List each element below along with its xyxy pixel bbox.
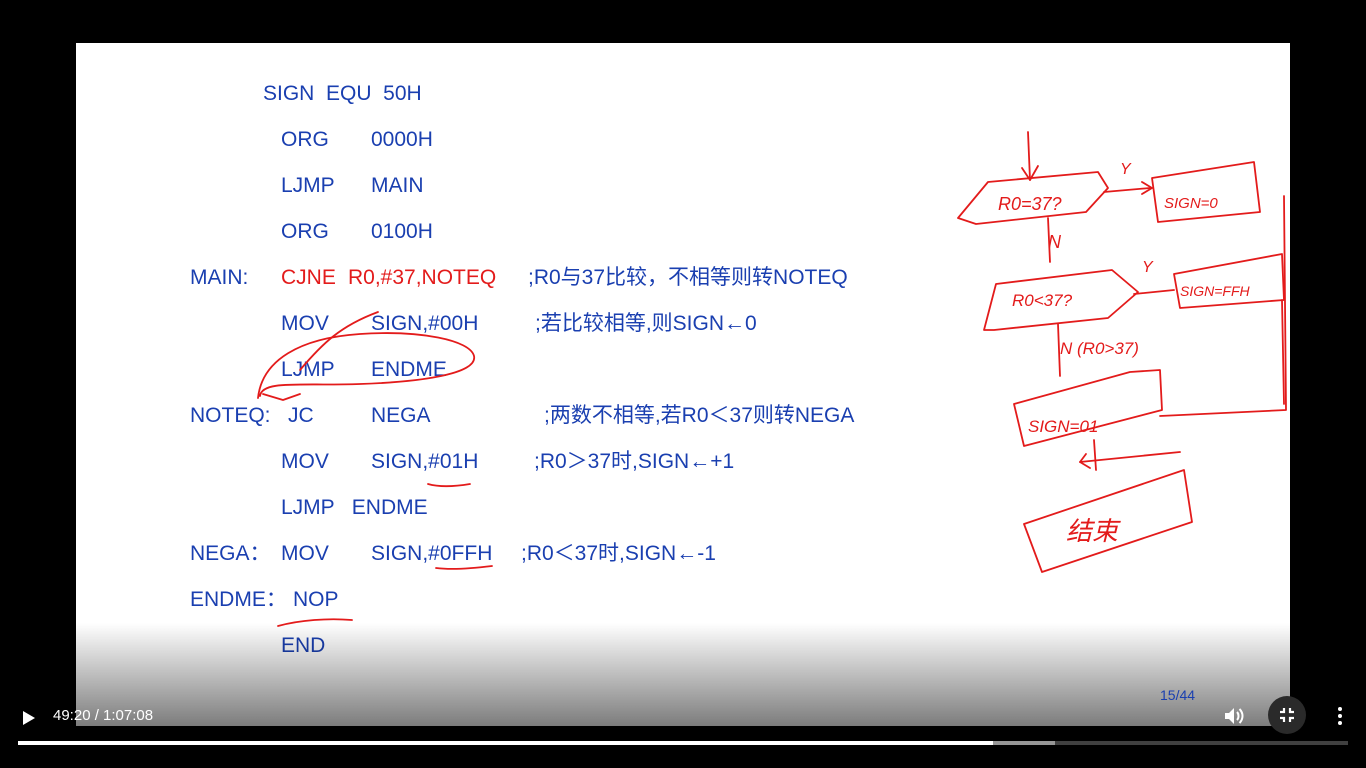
code-args: 0100H <box>371 220 433 243</box>
code-label: MAIN: <box>190 266 249 289</box>
code-op: MOV <box>281 312 329 335</box>
code-label: ENDME： <box>190 588 287 611</box>
code-op: JC <box>288 404 314 427</box>
progress-bar[interactable] <box>18 741 1348 745</box>
code-comment: ;两数不相等,若R0＜37则转NEGA <box>544 404 855 427</box>
code-args: NEGA <box>371 404 431 427</box>
code-op: ORG <box>281 220 329 243</box>
fullscreen-exit-icon <box>1280 708 1294 722</box>
code-args: R0,#37,NOTEQ <box>348 266 497 289</box>
code-args: MAIN <box>371 174 424 197</box>
code-op: ORG <box>281 128 329 151</box>
video-controls-bar: 49:20 / 1:07:08 <box>0 696 1366 768</box>
code-args: SIGN,#01H <box>371 450 479 473</box>
code-label: NOTEQ: <box>190 404 271 427</box>
presentation-slide: SIGN EQU 50H ORG 0000H LJMP MAIN ORG 010… <box>76 43 1290 726</box>
more-options-button[interactable] <box>1330 702 1350 730</box>
code-comment: ;R0＜37时,SIGN←-1 <box>521 542 716 565</box>
code-comment: ;R0与37比较，不相等则转NOTEQ <box>528 266 848 289</box>
code-op: LJMP <box>281 174 335 197</box>
exit-fullscreen-button[interactable] <box>1268 696 1306 734</box>
code-op: CJNE <box>281 266 336 289</box>
play-button[interactable] <box>14 704 42 732</box>
code-label: NEGA： <box>190 542 271 565</box>
code-op: MOV <box>281 542 329 565</box>
play-icon <box>23 711 35 725</box>
code-args: SIGN,#00H <box>371 312 479 335</box>
volume-icon <box>1225 708 1244 724</box>
code-op: END <box>281 634 326 657</box>
code-args: SIGN,#0FFH <box>371 542 493 565</box>
volume-button[interactable] <box>1220 702 1248 730</box>
code-line-equ: SIGN EQU 50H <box>263 82 422 105</box>
code-args: 0000H <box>371 128 433 151</box>
time-display: 49:20 / 1:07:08 <box>53 707 154 724</box>
page-indicator: 15/44 <box>1160 687 1196 703</box>
code-op: MOV <box>281 450 329 473</box>
played-bar <box>18 741 993 745</box>
code-op: LJMP ENDME <box>281 496 428 519</box>
code-args: ENDME <box>371 358 447 381</box>
more-vert-icon <box>1338 707 1342 725</box>
code-comment: ;若比较相等,则SIGN←0 <box>535 312 757 335</box>
code-op: LJMP <box>281 358 335 381</box>
code-op: NOP <box>293 588 339 611</box>
code-comment: ;R0＞37时,SIGN←+1 <box>534 450 735 473</box>
